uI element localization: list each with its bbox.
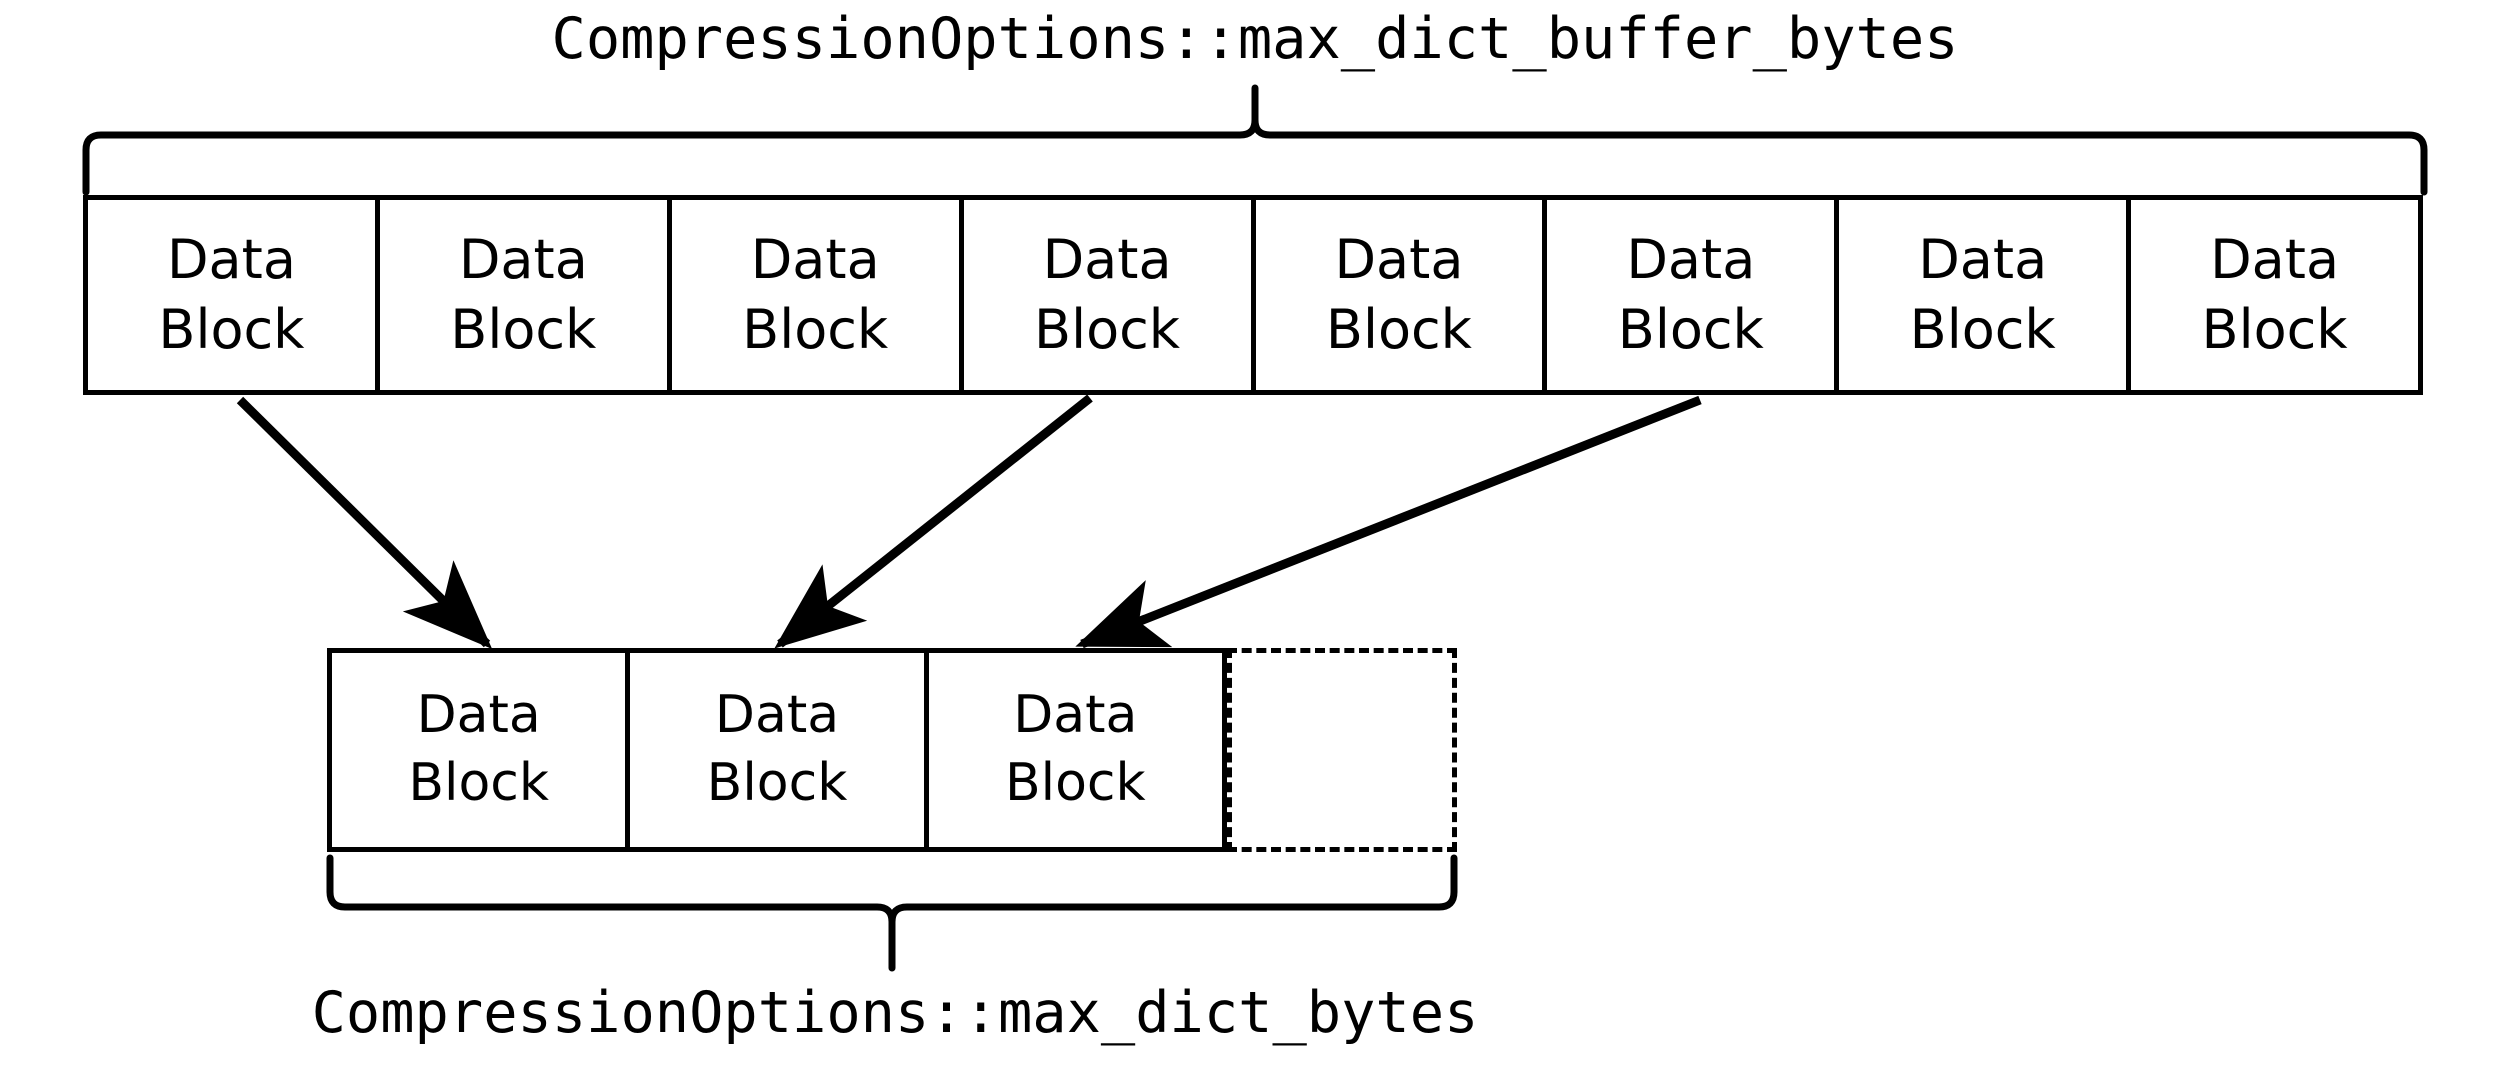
data-block-line1: Data bbox=[714, 685, 840, 746]
data-block-line2: Block bbox=[1325, 298, 1472, 361]
data-block: Data Block bbox=[380, 200, 672, 390]
data-block: Data Block bbox=[672, 200, 964, 390]
data-block-line1: Data bbox=[1042, 227, 1172, 291]
data-block-line1: Data bbox=[458, 227, 588, 291]
arrow-buffer-block-6-to-dict-block-3 bbox=[1075, 395, 1702, 649]
data-block-line1: Data bbox=[416, 685, 541, 746]
bottom-brace bbox=[326, 854, 1458, 972]
data-block-line2: Block bbox=[1909, 298, 2056, 361]
data-block-line2: Block bbox=[742, 298, 889, 361]
data-block: Data Block bbox=[1256, 200, 1548, 390]
data-block: Data Block bbox=[88, 200, 380, 390]
data-block-line1: Data bbox=[2210, 227, 2340, 291]
data-block-line1: Data bbox=[166, 227, 296, 291]
data-block-line1: Data bbox=[1334, 227, 1464, 291]
data-block-line2: Block bbox=[450, 298, 597, 361]
data-block-line1: Data bbox=[1918, 227, 2048, 291]
data-block: Data Block bbox=[332, 653, 631, 847]
data-block-line2: Block bbox=[1034, 298, 1181, 361]
data-block-line2: Block bbox=[1617, 298, 1764, 361]
arrow-buffer-block-4-to-dict-block-2 bbox=[774, 394, 1093, 649]
data-block: Data Block bbox=[1547, 200, 1840, 390]
data-block: Data Block bbox=[2131, 200, 2418, 390]
data-block: Data Block bbox=[929, 653, 1222, 847]
top-brace bbox=[82, 84, 2428, 196]
data-block-line1: Data bbox=[750, 227, 880, 291]
data-block-line2: Block bbox=[158, 298, 305, 361]
dict-block-row: Data Block Data Block Data Block bbox=[327, 648, 1227, 852]
data-block: Data Block bbox=[964, 200, 1256, 390]
empty-dict-slot bbox=[1227, 648, 1457, 852]
data-block-line1: Data bbox=[1013, 685, 1138, 746]
data-block-line2: Block bbox=[1005, 753, 1146, 813]
data-block-line2: Block bbox=[706, 753, 848, 813]
data-block-line1: Data bbox=[1626, 227, 1756, 291]
data-block: Data Block bbox=[1839, 200, 2132, 390]
data-block-line2: Block bbox=[408, 753, 549, 813]
buffer-block-row: Data Block Data Block Data Block Data Bl… bbox=[83, 195, 2423, 395]
data-block: Data Block bbox=[630, 653, 929, 847]
top-brace-label: CompressionOptions::max_dict_buffer_byte… bbox=[551, 6, 1959, 72]
arrow-buffer-block-1-to-dict-block-1 bbox=[236, 396, 493, 650]
data-block-line2: Block bbox=[2201, 298, 2348, 361]
bottom-brace-label: CompressionOptions::max_dict_bytes bbox=[311, 980, 1479, 1046]
